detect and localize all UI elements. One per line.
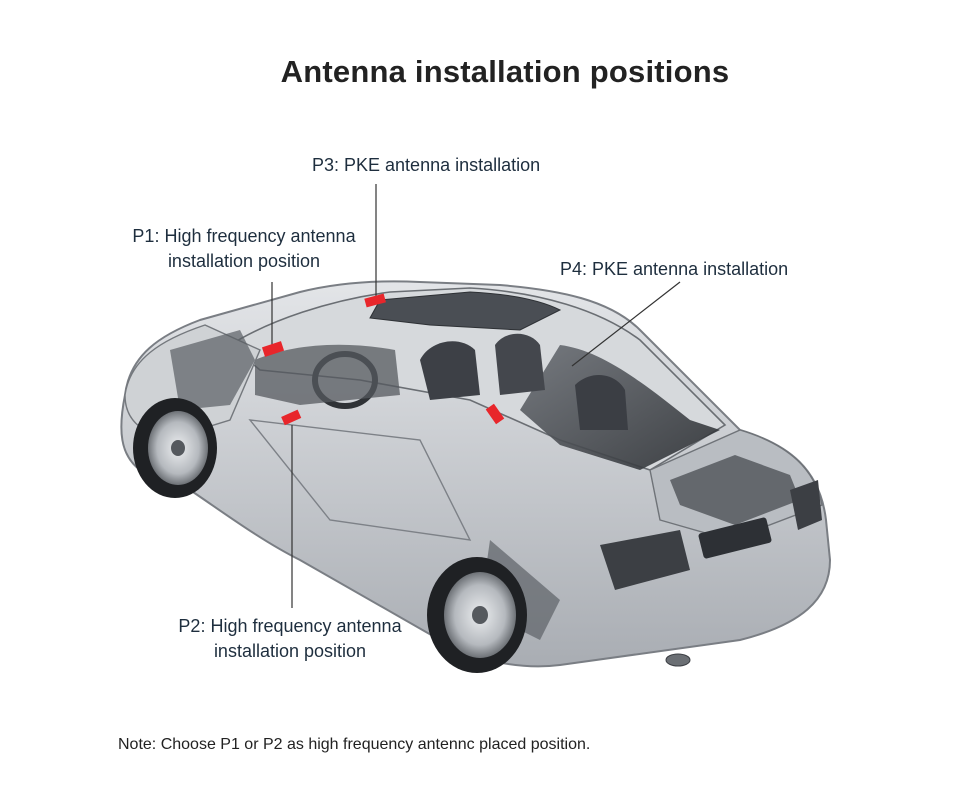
page-title: Antenna installation positions [280, 54, 730, 89]
leader-lines [271, 184, 681, 608]
label-p3: P3: PKE antenna installation [312, 155, 541, 175]
label-p2-line2: installation position [213, 641, 367, 661]
marker-p2 [281, 409, 302, 426]
label-p4: P4: PKE antenna installation [560, 259, 789, 279]
label-p1-line2: installation position [167, 251, 321, 271]
marker-p4 [485, 403, 505, 425]
label-p2-line1: P2: High frequency antenna [178, 616, 402, 636]
car-body [120, 280, 832, 668]
footnote: Note: Choose P1 or P2 as high frequency … [118, 736, 591, 753]
label-p1: P1: High frequency antenna installation … [104, 224, 384, 274]
label-p1-line1: P1: High frequency antenna [132, 226, 356, 246]
marker-p3 [364, 293, 386, 308]
antenna-markers [261, 293, 505, 426]
marker-p1 [261, 341, 285, 357]
label-p2: P2: High frequency antenna installation … [150, 614, 430, 664]
front-wheel [133, 398, 217, 498]
rear-wheel [427, 557, 527, 673]
leader-line-p4 [571, 281, 681, 367]
